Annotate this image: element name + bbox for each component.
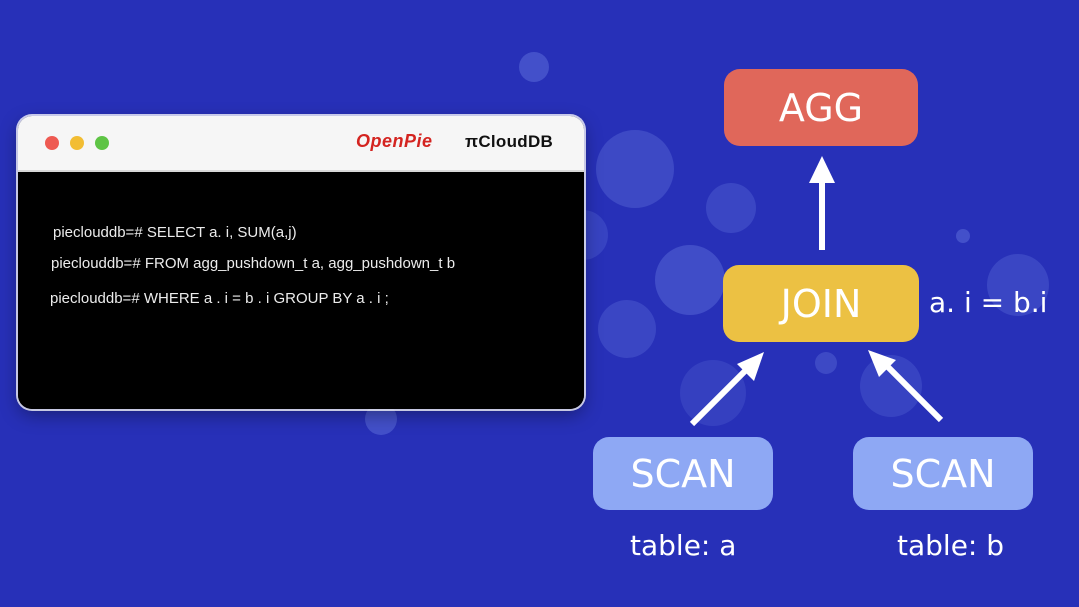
- code-line-from: pieclouddb=# FROM agg_pushdown_t a, agg_…: [51, 255, 456, 272]
- background-bubble: [598, 300, 656, 358]
- arrow-scan-a-to-join: [689, 366, 750, 427]
- background-bubble: [956, 229, 970, 243]
- code-line-where: pieclouddb=# WHERE a . i = b . i GROUP B…: [50, 290, 389, 307]
- background-bubble: [706, 183, 756, 233]
- arrow-head-join-right: [868, 350, 896, 377]
- scan-b-node: SCAN: [853, 437, 1033, 510]
- minimize-button[interactable]: [70, 136, 84, 150]
- table-a-label: table: a: [630, 529, 737, 562]
- arrow-head-agg: [809, 156, 835, 183]
- scan-a-node: SCAN: [593, 437, 773, 510]
- background-bubble: [680, 360, 746, 426]
- join-condition-label: a. i = b.i: [929, 286, 1048, 319]
- arrow-scan-b-to-join: [883, 362, 944, 423]
- background-bubble: [596, 130, 674, 208]
- background-bubble: [860, 355, 922, 417]
- background-bubble: [655, 245, 725, 315]
- terminal-window: OpenPie πCloudDB pieclouddb=# SELECT a. …: [18, 116, 584, 409]
- maximize-button[interactable]: [95, 136, 109, 150]
- terminal-body: pieclouddb=# SELECT a. i, SUM(a,j) piecl…: [18, 172, 584, 409]
- background-bubble: [815, 352, 837, 374]
- agg-node: AGG: [724, 69, 918, 146]
- background-bubble: [519, 52, 549, 82]
- openpie-logo: OpenPie: [356, 131, 433, 151]
- code-line-select: pieclouddb=# SELECT a. i, SUM(a,j): [53, 224, 297, 241]
- arrow-head-join-left: [737, 352, 764, 381]
- join-node: JOIN: [723, 265, 919, 342]
- close-button[interactable]: [45, 136, 59, 150]
- window-titlebar: OpenPie πCloudDB: [18, 116, 584, 172]
- pieclouddb-logo: πCloudDB: [465, 132, 554, 151]
- table-b-label: table: b: [897, 529, 1005, 562]
- background-bubble: [987, 254, 1049, 316]
